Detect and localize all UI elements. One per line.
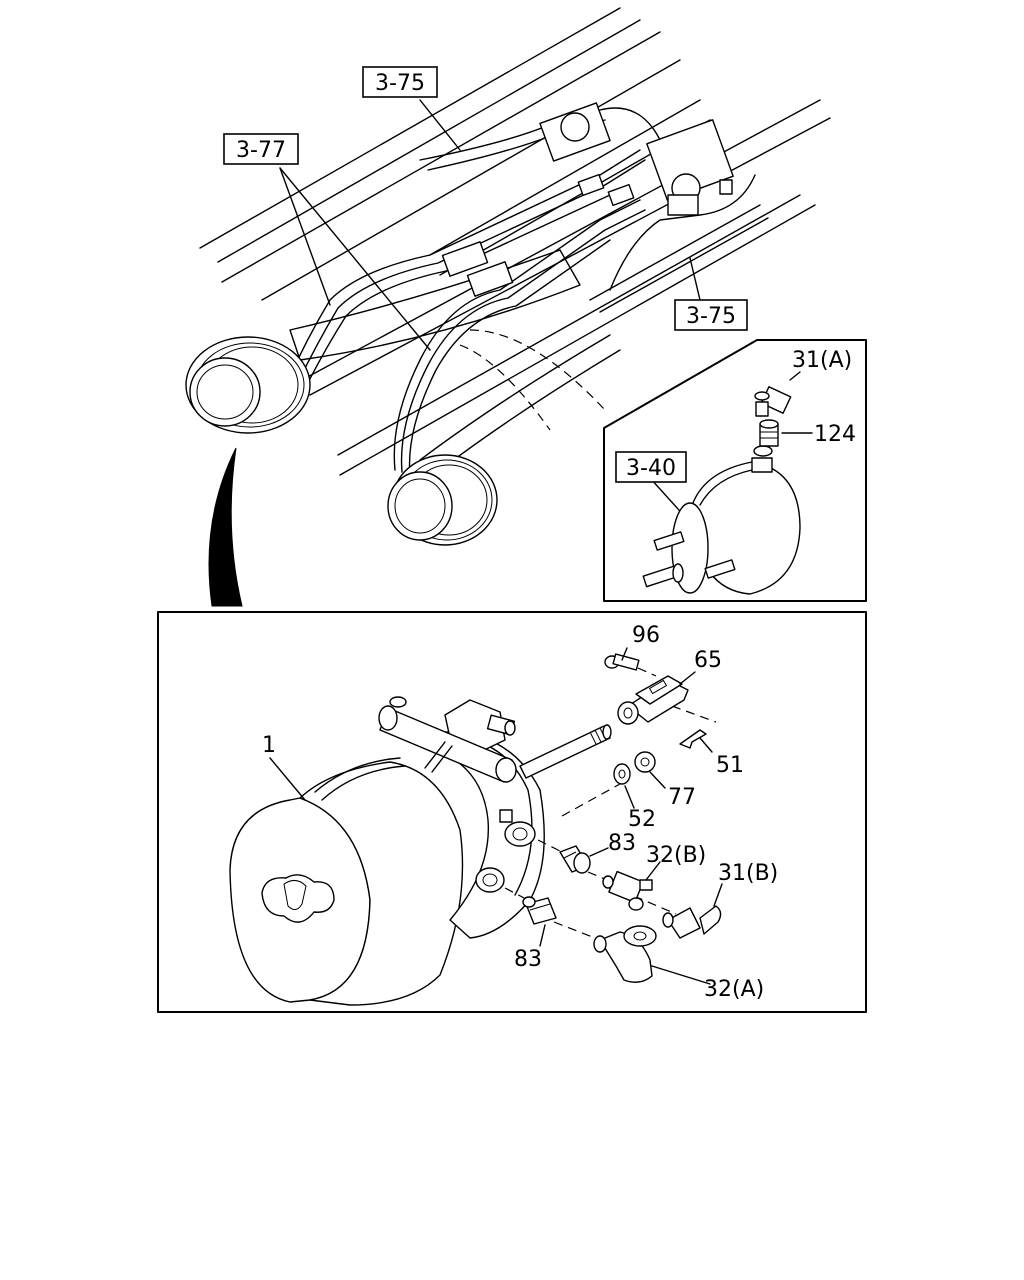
part-77-nut [634, 751, 656, 773]
part-124-nipple [759, 419, 779, 447]
part-32a-elbow-fitting [593, 925, 657, 983]
ref-box-3-75-top: 3-75 [362, 66, 438, 98]
callout-32a: 32(A) [704, 977, 764, 1002]
callout-52: 52 [628, 807, 656, 832]
ref-label-3-77: 3-77 [236, 138, 286, 163]
ref-label-3-75-top: 3-75 [375, 71, 425, 96]
part-52-washer [613, 763, 631, 785]
part-83-upper-nipple [559, 845, 591, 874]
callout-32b: 32(B) [646, 843, 706, 868]
detail-frame [157, 611, 867, 1013]
callout-83-lower: 83 [514, 947, 542, 972]
part-83-lower-nipple [522, 896, 557, 925]
part-51-split-pin [679, 729, 707, 749]
callout-31a: 31(A) [792, 348, 852, 373]
callout-83-upper: 83 [608, 831, 636, 856]
relay-valve-cluster [441, 102, 734, 297]
part-96-clevis-pin [604, 653, 657, 677]
callout-31b: 31(B) [718, 861, 778, 886]
callout-124: 124 [814, 422, 856, 447]
right-brake-chamber [387, 454, 498, 546]
left-brake-chamber [185, 336, 311, 434]
detail-pointer-arrow [208, 447, 243, 607]
callout-65: 65 [694, 648, 722, 673]
part-32b-tee-fitting [602, 870, 653, 911]
axle-beam [289, 249, 621, 471]
callout-1: 1 [262, 733, 276, 758]
push-rod [519, 724, 612, 779]
part-31a-elbow-fitting [754, 386, 792, 417]
callout-leaders [269, 647, 723, 985]
part-65-clevis [617, 675, 689, 725]
part-31b-elbow-fitting [662, 905, 722, 939]
callout-51: 51 [716, 753, 744, 778]
ref-label-3-75-right: 3-75 [686, 304, 736, 329]
inset-detail-panel: 3-40 31(A) 124 [603, 339, 867, 602]
chassis-frame-rails [199, 7, 831, 476]
callout-77: 77 [668, 785, 696, 810]
brake-chamber-body [229, 696, 545, 1006]
ref-box-3-77: 3-77 [223, 133, 299, 165]
callout-96: 96 [632, 623, 660, 648]
ref-box-3-75-right: 3-75 [674, 299, 748, 331]
inset-studs [642, 531, 736, 588]
ref-label-3-40: 3-40 [626, 456, 676, 481]
